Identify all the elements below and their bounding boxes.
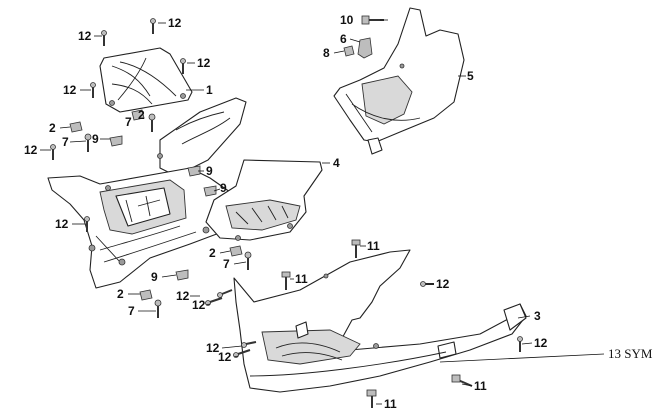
callout-c8: 2 [49, 121, 56, 135]
callout-c2: 12 [168, 16, 182, 30]
clip-9-c [203, 185, 217, 197]
callout-c14: 8 [323, 46, 330, 60]
screw-7-b [148, 113, 156, 132]
screw-12-i [241, 341, 257, 348]
screw-12-g [217, 289, 233, 298]
part-5-front-inner-cover [333, 7, 465, 155]
callout-c21: 2 [209, 246, 216, 260]
callout-c17: 9 [206, 164, 213, 178]
callout-labels: 12 12 12 1 12 2 7 2 7 9 12 10 6 8 5 4 9 … [24, 13, 653, 411]
callout-c36: 11 [384, 397, 397, 411]
callout-c23: 11 [295, 272, 308, 286]
callout-c12: 10 [340, 13, 354, 27]
screw-12-a [101, 30, 107, 46]
bolt-11-a [351, 239, 361, 258]
clip-9-a [109, 135, 123, 147]
nut-2-d [139, 289, 153, 301]
part-floor-frame [47, 97, 247, 289]
part-3-lower-side-cover [233, 249, 527, 393]
clip-9-b [187, 165, 201, 177]
nut-2-a [69, 121, 83, 133]
callout-c3: 12 [197, 56, 211, 70]
callout-c7: 7 [125, 115, 132, 129]
callout-c18: 9 [220, 181, 227, 195]
callout-c9: 7 [62, 135, 69, 149]
screw-12-c [180, 58, 186, 74]
screw-12-l [517, 336, 523, 352]
callout-c28: 12 [192, 298, 206, 312]
callout-c11: 12 [24, 143, 38, 157]
screw-7-a [84, 133, 92, 152]
callout-c15: 5 [467, 69, 474, 83]
callout-c27: 12 [176, 289, 190, 303]
nut-8 [343, 45, 355, 57]
bracket-6 [357, 37, 373, 59]
screw-7-d [154, 299, 162, 318]
callout-c1: 12 [78, 29, 92, 43]
callout-c35: 11 [474, 379, 487, 393]
callout-c32: 12 [206, 341, 220, 355]
callout-c31: 12 [534, 336, 548, 350]
fasteners [50, 15, 523, 408]
callout-c10: 9 [92, 132, 99, 146]
callout-c33: 12 [218, 350, 232, 364]
callout-c20: 11 [367, 239, 380, 253]
bolt-11-c [451, 374, 473, 387]
nut-2-b [131, 109, 145, 121]
callout-c34: 13 SYM [608, 346, 653, 361]
callout-c22: 7 [223, 257, 230, 271]
screw-12-b [150, 18, 156, 34]
bolt-11-d [366, 389, 377, 408]
screw-12-d [90, 82, 96, 98]
callout-c25: 9 [151, 270, 158, 284]
screw-12-e [50, 144, 56, 160]
callout-c6: 2 [138, 108, 145, 122]
callout-c24: 12 [436, 277, 450, 291]
part-1-grille-panel [99, 47, 193, 113]
nut-2-c [229, 245, 243, 257]
callout-c29: 7 [128, 304, 135, 318]
callout-c5: 12 [63, 83, 77, 97]
callout-c30: 3 [534, 309, 541, 323]
callout-c19: 12 [55, 217, 69, 231]
callout-c16: 4 [333, 156, 340, 170]
bolt-11-b [281, 271, 291, 290]
clip-9-d [175, 269, 189, 281]
screw-7-c [244, 251, 252, 270]
part-4-floor-board [205, 159, 323, 241]
callout-c4: 1 [206, 83, 213, 97]
callout-c26: 2 [117, 287, 124, 301]
callout-c13: 6 [340, 32, 347, 46]
screw-12-f [84, 216, 90, 232]
leader-lines [40, 19, 605, 405]
